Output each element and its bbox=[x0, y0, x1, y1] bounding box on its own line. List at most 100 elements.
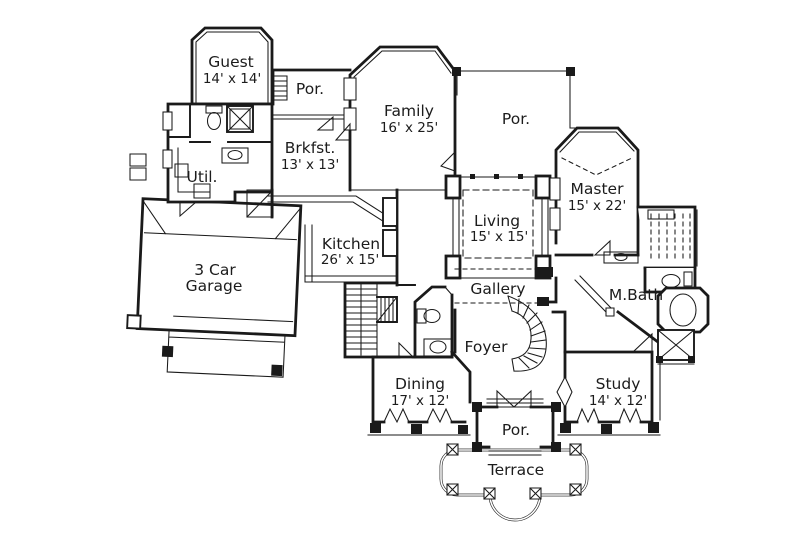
living-window-walls bbox=[452, 176, 549, 279]
side-storage-boxes bbox=[129, 153, 147, 181]
master-bath bbox=[538, 251, 695, 365]
garage-corner-post bbox=[126, 314, 142, 330]
room-dims-dining: 17' x 12' bbox=[391, 393, 449, 409]
powder-door-swing bbox=[444, 286, 453, 296]
pantry-box bbox=[246, 189, 274, 218]
toilet-tank-3 bbox=[416, 308, 427, 324]
foyer-walls bbox=[450, 308, 567, 404]
kitchen-peninsula bbox=[304, 224, 398, 283]
closet-shelf bbox=[647, 209, 675, 220]
room-label-mbath: M.Bath bbox=[609, 286, 663, 304]
staircase-curved-edges bbox=[507, 295, 547, 372]
master-bay-inner bbox=[559, 131, 635, 153]
room-labels: Guest 14' x 14' Por. Family 16' x 25' Po… bbox=[186, 53, 664, 479]
master-window-1 bbox=[549, 177, 561, 201]
guest-bay-inner bbox=[195, 31, 269, 103]
room-dims-brkfst: 13' x 13' bbox=[281, 157, 339, 173]
room-label-family: Family bbox=[384, 102, 434, 120]
room-dims-family: 16' x 25' bbox=[380, 120, 438, 136]
terrace-posts bbox=[446, 443, 582, 500]
garage-post-right bbox=[271, 364, 283, 377]
refrigerator bbox=[382, 197, 398, 227]
room-label-gallery: Gallery bbox=[470, 280, 525, 298]
study-bay-windows bbox=[576, 407, 642, 424]
gallery bbox=[396, 267, 553, 306]
room-label-garage-1: 3 Car bbox=[194, 261, 236, 279]
room-dims-master: 15' x 22' bbox=[568, 198, 626, 214]
sink-2 bbox=[614, 252, 628, 262]
porch3-walls bbox=[475, 405, 555, 449]
room-label-porch-bottom: Por. bbox=[502, 421, 530, 439]
room-label-porch-top-right: Por. bbox=[502, 110, 530, 128]
tub-bay-walls bbox=[656, 286, 710, 334]
study bbox=[556, 332, 661, 436]
util-garage-door-swing bbox=[179, 201, 198, 218]
living-column-ne bbox=[534, 174, 552, 200]
foyer bbox=[450, 295, 567, 408]
room-dims-study: 14' x 12' bbox=[589, 393, 647, 409]
porch-bottom bbox=[472, 398, 561, 456]
room-label-terrace: Terrace bbox=[487, 461, 544, 479]
garage-apron bbox=[166, 329, 286, 378]
util-window-2 bbox=[162, 149, 173, 169]
bathtub-fixture bbox=[669, 293, 697, 327]
sink-3 bbox=[429, 340, 447, 354]
porch-top-right bbox=[452, 67, 578, 129]
guest-suite bbox=[129, 26, 274, 218]
room-label-master: Master bbox=[571, 180, 625, 198]
room-label-garage-2: Garage bbox=[186, 277, 243, 295]
family-door-swing-2 bbox=[440, 150, 456, 172]
room-dims-living: 15' x 15' bbox=[470, 229, 528, 245]
vanity-1 bbox=[221, 147, 249, 164]
dining-room bbox=[367, 341, 471, 436]
shower-x bbox=[226, 105, 254, 133]
room-label-dining: Dining bbox=[395, 375, 445, 393]
dining-bay-windows bbox=[383, 407, 453, 424]
master-suite bbox=[549, 126, 710, 334]
oven-unit bbox=[382, 229, 398, 257]
dining-posts bbox=[370, 423, 468, 434]
family-room bbox=[334, 45, 457, 192]
mbath-diagonal-counter bbox=[574, 275, 615, 317]
sink-1 bbox=[227, 149, 243, 161]
garage-roof-lines bbox=[142, 199, 302, 323]
stair-block bbox=[343, 281, 454, 359]
room-label-foyer: Foyer bbox=[465, 338, 509, 356]
porch2-post-left bbox=[452, 67, 461, 76]
porch1-rail bbox=[272, 114, 351, 120]
toilet-tank-2 bbox=[683, 271, 693, 287]
porch3-posts bbox=[472, 402, 561, 452]
mbath-shower-x bbox=[657, 329, 695, 365]
dining-door-swing bbox=[398, 341, 415, 358]
closet-partition bbox=[167, 103, 191, 138]
living-ceiling-dashed bbox=[462, 189, 534, 259]
room-label-kitchen: Kitchen bbox=[322, 235, 380, 253]
terrace bbox=[439, 443, 589, 522]
util-counter bbox=[174, 147, 211, 199]
family-bay-inner bbox=[353, 50, 452, 78]
room-dims-kitchen: 26' x 15' bbox=[321, 252, 379, 268]
gallery-dashes bbox=[454, 268, 541, 304]
vanity-2 bbox=[603, 251, 639, 264]
terrace-outline-inner bbox=[440, 449, 588, 521]
master-door-swing bbox=[593, 239, 611, 256]
master-walls bbox=[554, 126, 640, 257]
study-eave bbox=[557, 356, 661, 436]
room-label-living: Living bbox=[474, 212, 520, 230]
room-label-guest: Guest bbox=[208, 53, 254, 71]
family-door-swing-1 bbox=[334, 122, 351, 141]
stair-landing bbox=[376, 296, 398, 323]
master-bay-dashes bbox=[561, 157, 633, 176]
porch1-steps bbox=[272, 75, 288, 101]
kitchen bbox=[246, 188, 399, 287]
garage-post-left bbox=[161, 345, 174, 358]
porch-top-left bbox=[271, 68, 352, 131]
room-label-study: Study bbox=[596, 375, 641, 393]
gallery-wall-blocks bbox=[537, 267, 553, 306]
study-door-swing bbox=[631, 332, 653, 353]
garage bbox=[126, 197, 303, 378]
family-window-1 bbox=[343, 77, 357, 101]
living-top-ticks bbox=[470, 174, 523, 179]
